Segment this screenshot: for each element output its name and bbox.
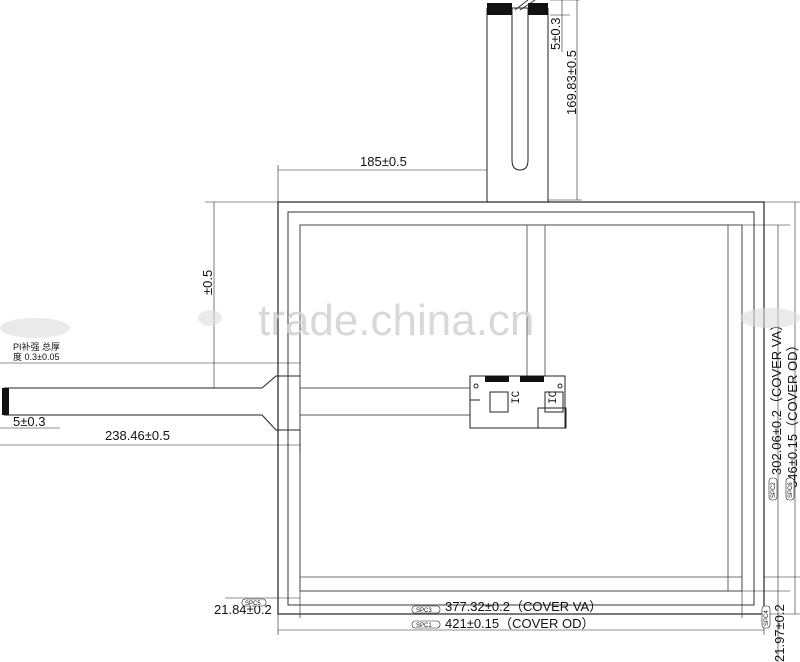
dim-va-height: 302.06±0.2（COVER VA） — [769, 318, 784, 475]
dim-185 — [277, 165, 487, 202]
cover-va-outline — [300, 225, 743, 591]
spc6-tag: SPC6 — [788, 482, 794, 498]
watermark-blurs — [0, 308, 800, 338]
spc3-tag: SPC3 — [416, 608, 432, 614]
dim-od-height: 346±0.15（COVER OD） — [785, 339, 800, 488]
dim-margin-bottom: 21.97±0.2 — [772, 604, 787, 662]
spc-tags — [241, 477, 795, 629]
spc1-tag: SPC1 — [416, 623, 432, 629]
spc2-tag: SPC2 — [771, 482, 777, 498]
watermark-text: trade.china.cn — [258, 296, 534, 345]
inner-trace — [526, 225, 546, 376]
dim-tail-offset: 185±0.5 — [360, 154, 407, 169]
left-fpc-tail — [2, 375, 470, 431]
dim-left-offset-label: ±0.5 — [200, 270, 215, 295]
controller-board — [469, 375, 567, 429]
dim-left-offset — [0, 201, 301, 452]
dim-left-tail-width: 5±0.3 — [13, 414, 45, 429]
dim-va-width: 377.32±0.2（COVER VA） — [445, 599, 602, 614]
spc4-tag: SPC4 — [764, 610, 770, 626]
dim-od-width: 421±0.15（COVER OD） — [445, 616, 594, 631]
dim-tail-width-top: 5±0.3 — [548, 18, 563, 50]
dim-right — [742, 201, 800, 662]
pi-note-line-2: 度 0.3±0.05 — [13, 351, 59, 362]
dim-left-tail-length: 238.46±0.5 — [105, 428, 170, 443]
dim-bottom — [225, 591, 765, 635]
ic-chip-1-label: IC — [511, 390, 523, 404]
ic-chip-2-label: IC — [548, 390, 560, 404]
top-fpc-tail — [486, 0, 582, 202]
pi-note-line-1: PI补强 总厚 — [13, 341, 60, 352]
dim-tail-length: 169.83±0.5 — [564, 50, 579, 115]
spc5-tag: SPC5 — [245, 601, 261, 607]
